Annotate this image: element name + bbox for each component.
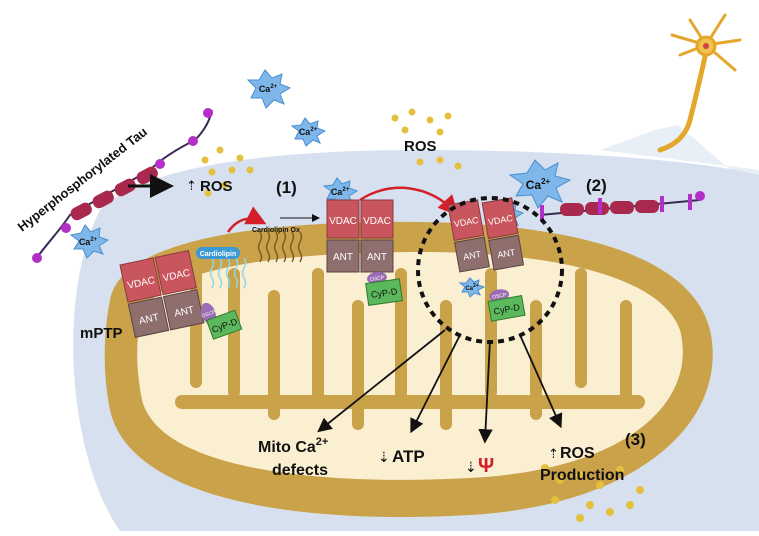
calcium-ion-2 [290, 117, 327, 147]
oscp-cypd-2: OSCP CyP-D [365, 271, 403, 306]
svg-text:OSCP: OSCP [370, 275, 386, 283]
calcium-ions [69, 69, 572, 298]
oscp-cypd-1: OSCP CyP-D [200, 302, 243, 340]
mptp-label: mPTP [80, 325, 123, 342]
svg-text:Ca2+: Ca2+ [465, 283, 478, 292]
outcome-atp: ATP [392, 447, 425, 466]
outcome-psi: Ψ [478, 455, 494, 477]
svg-text:Ca2+: Ca2+ [526, 177, 551, 192]
svg-text:ANT: ANT [462, 249, 482, 262]
up-arrow-icon: ⇡ [548, 446, 559, 461]
svg-text:VDAC: VDAC [363, 216, 391, 227]
svg-text:Ca2+: Ca2+ [331, 187, 350, 197]
red-arrow-2 [359, 186, 459, 216]
outcome-mito-ca-defects: defects [272, 462, 328, 479]
red-arrow-1 [226, 206, 267, 233]
svg-text:ANT: ANT [497, 247, 517, 260]
outcome-arrows [317, 329, 563, 444]
calcium-ion-3 [69, 224, 110, 259]
svg-text:ANT: ANT [333, 252, 353, 263]
svg-text:ANT: ANT [367, 252, 387, 263]
svg-text:CyP-D: CyP-D [370, 286, 398, 300]
mptp-complex-2: VDAC VDAC ANT ANT [326, 199, 394, 273]
svg-text:VDAC: VDAC [487, 213, 514, 227]
zoom-cone [600, 125, 759, 195]
svg-text:Ca2+: Ca2+ [259, 84, 278, 94]
mptp-complex-3: VDAC VDAC ANT ANT [447, 197, 525, 273]
calcium-ion-5 [508, 159, 572, 209]
svg-text:OSCP: OSCP [201, 309, 217, 320]
tau-chain-right [539, 191, 705, 221]
calcium-ion-1 [246, 69, 292, 109]
down-arrow-icon: ⇣ [378, 449, 390, 465]
cardiolipin-ox-label: Cardiolipin Ox [252, 227, 300, 234]
neuron-icon [657, 13, 742, 153]
cardiolipin-label: Cardiolipin [200, 251, 237, 258]
cristae [175, 268, 645, 430]
svg-text:OSCP: OSCP [492, 292, 508, 300]
step-2-label: (2) [586, 176, 607, 195]
svg-text:Ca2+: Ca2+ [299, 127, 318, 137]
cardiolipin-lipids [209, 231, 303, 289]
outcome-ros: ROS [560, 445, 595, 462]
ros-label-1: ROS [200, 178, 233, 195]
outcome-mito-ca: Mito Ca2+ [258, 436, 328, 456]
ros-label-2: ROS [404, 138, 437, 155]
svg-text:ANT: ANT [173, 305, 195, 320]
svg-text:VDAC: VDAC [453, 215, 480, 229]
ros-up-arrow: ⇡ [186, 178, 197, 193]
svg-text:CyP-D: CyP-D [493, 302, 521, 317]
mptp-complex-1: VDAC VDAC ANT ANT [119, 249, 205, 338]
step-1-label: (1) [276, 178, 297, 197]
svg-text:VDAC: VDAC [329, 216, 357, 227]
step-3-label: (3) [625, 430, 646, 449]
cardiolipin-badge [196, 247, 240, 259]
down-arrow-icon: ⇣ [465, 459, 477, 475]
ros-dots [201, 108, 644, 522]
svg-text:Ca2+: Ca2+ [79, 237, 98, 247]
tau-chain-left [32, 108, 213, 263]
mitochondrion-matrix [137, 252, 683, 480]
oscp-cypd-3: OSCP CyP-D [487, 289, 526, 322]
svg-text:ANT: ANT [138, 312, 160, 327]
outcome-production: Production [540, 467, 624, 484]
calcium-ion-7 [458, 277, 486, 298]
